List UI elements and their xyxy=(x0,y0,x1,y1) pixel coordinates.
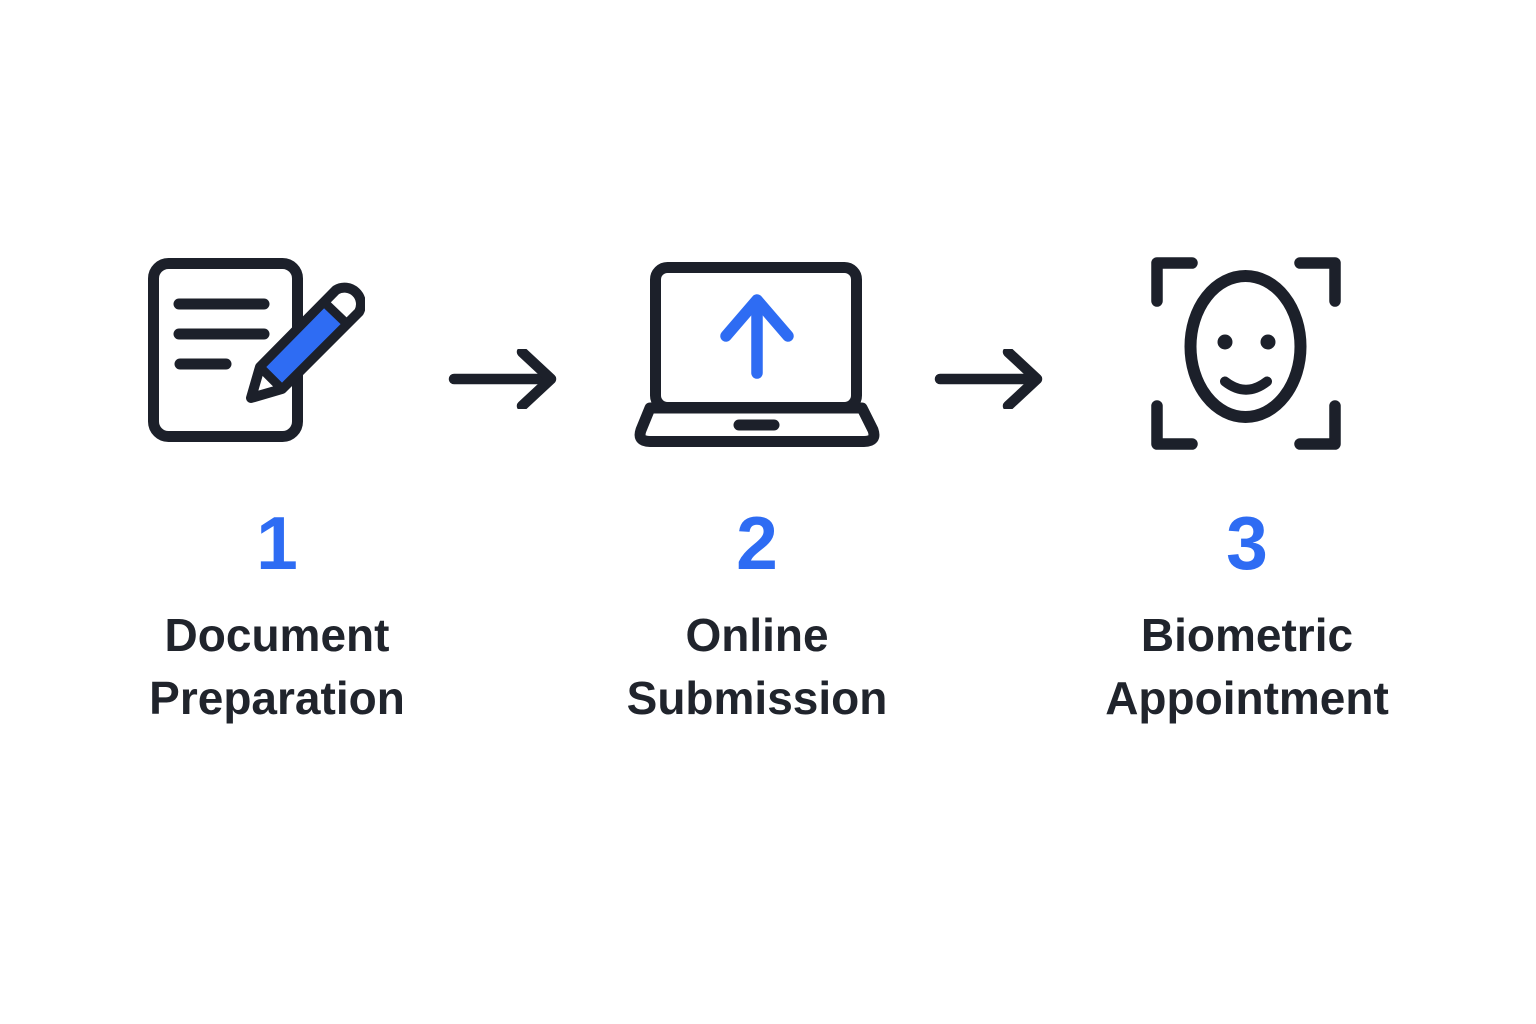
step-label: Biometric Appointment xyxy=(1105,609,1389,724)
step-number: 2 xyxy=(736,501,778,585)
laptop-upload-icon xyxy=(634,262,880,447)
step-label: Document Preparation xyxy=(149,609,405,724)
document-pencil-icon xyxy=(148,258,365,442)
step-number: 3 xyxy=(1226,501,1268,585)
step-number: 1 xyxy=(256,501,298,585)
arrow-right-icon xyxy=(448,349,557,409)
face-scan-icon xyxy=(1151,257,1341,450)
arrow-right-icon xyxy=(934,349,1043,409)
step-label: Online Submission xyxy=(626,609,888,724)
